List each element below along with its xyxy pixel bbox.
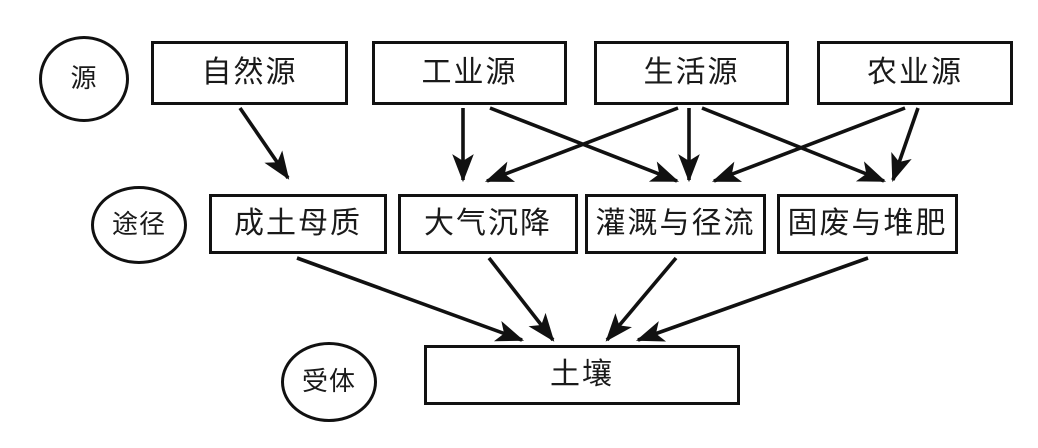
edge-domestic-to-atmos-deposition xyxy=(484,106,679,183)
tier-label-pathway: 途径 xyxy=(111,210,166,239)
source-node-natural[interactable]: 自然源 xyxy=(151,41,348,105)
tier-circle-receptor: 受体 xyxy=(281,342,377,422)
edge-atmos-deposition-to-soil xyxy=(487,256,555,342)
source-label-agriculture: 农业源 xyxy=(867,56,963,89)
tier-label-receptor: 受体 xyxy=(301,367,356,396)
edge-agriculture-to-solid-waste-compost xyxy=(891,107,920,183)
edge-natural-to-parent-material xyxy=(238,106,290,180)
source-label-industrial: 工业源 xyxy=(421,56,518,89)
source-node-agriculture[interactable]: 农业源 xyxy=(817,41,1013,105)
edge-irrigation-runoff-to-soil xyxy=(605,256,678,342)
pathway-node-irrigation-runoff[interactable]: 灌溉与径流 xyxy=(585,194,766,254)
source-node-industrial[interactable]: 工业源 xyxy=(372,41,567,105)
tier-circle-source: 源 xyxy=(39,36,129,122)
source-label-natural: 自然源 xyxy=(201,56,298,89)
tier-circle-pathway: 途径 xyxy=(91,186,187,264)
edge-domestic-to-solid-waste-compost xyxy=(701,106,887,183)
tier-label-source: 源 xyxy=(70,64,98,93)
pathway-label-atmos-deposition: 大气沉降 xyxy=(424,207,552,240)
pathway-label-parent-material: 成土母质 xyxy=(234,207,362,240)
source-label-domestic: 生活源 xyxy=(643,56,740,89)
pathway-node-atmos-deposition[interactable]: 大气沉降 xyxy=(398,194,578,254)
receptor-label-soil: 土壤 xyxy=(550,358,614,391)
receptor-node-soil[interactable]: 土壤 xyxy=(424,345,740,405)
edge-parent-material-to-soil xyxy=(296,256,525,342)
source-node-domestic[interactable]: 生活源 xyxy=(594,41,789,105)
pathway-node-solid-waste-compost[interactable]: 固废与堆肥 xyxy=(777,194,958,254)
pathway-label-irrigation-runoff: 灌溉与径流 xyxy=(595,207,756,240)
edge-solid-waste-compost-to-soil xyxy=(635,256,869,342)
pathway-node-parent-material[interactable]: 成土母质 xyxy=(209,194,387,254)
pathway-label-solid-waste-compost: 固废与堆肥 xyxy=(787,207,948,240)
edge-agriculture-to-irrigation-runoff xyxy=(711,106,906,183)
